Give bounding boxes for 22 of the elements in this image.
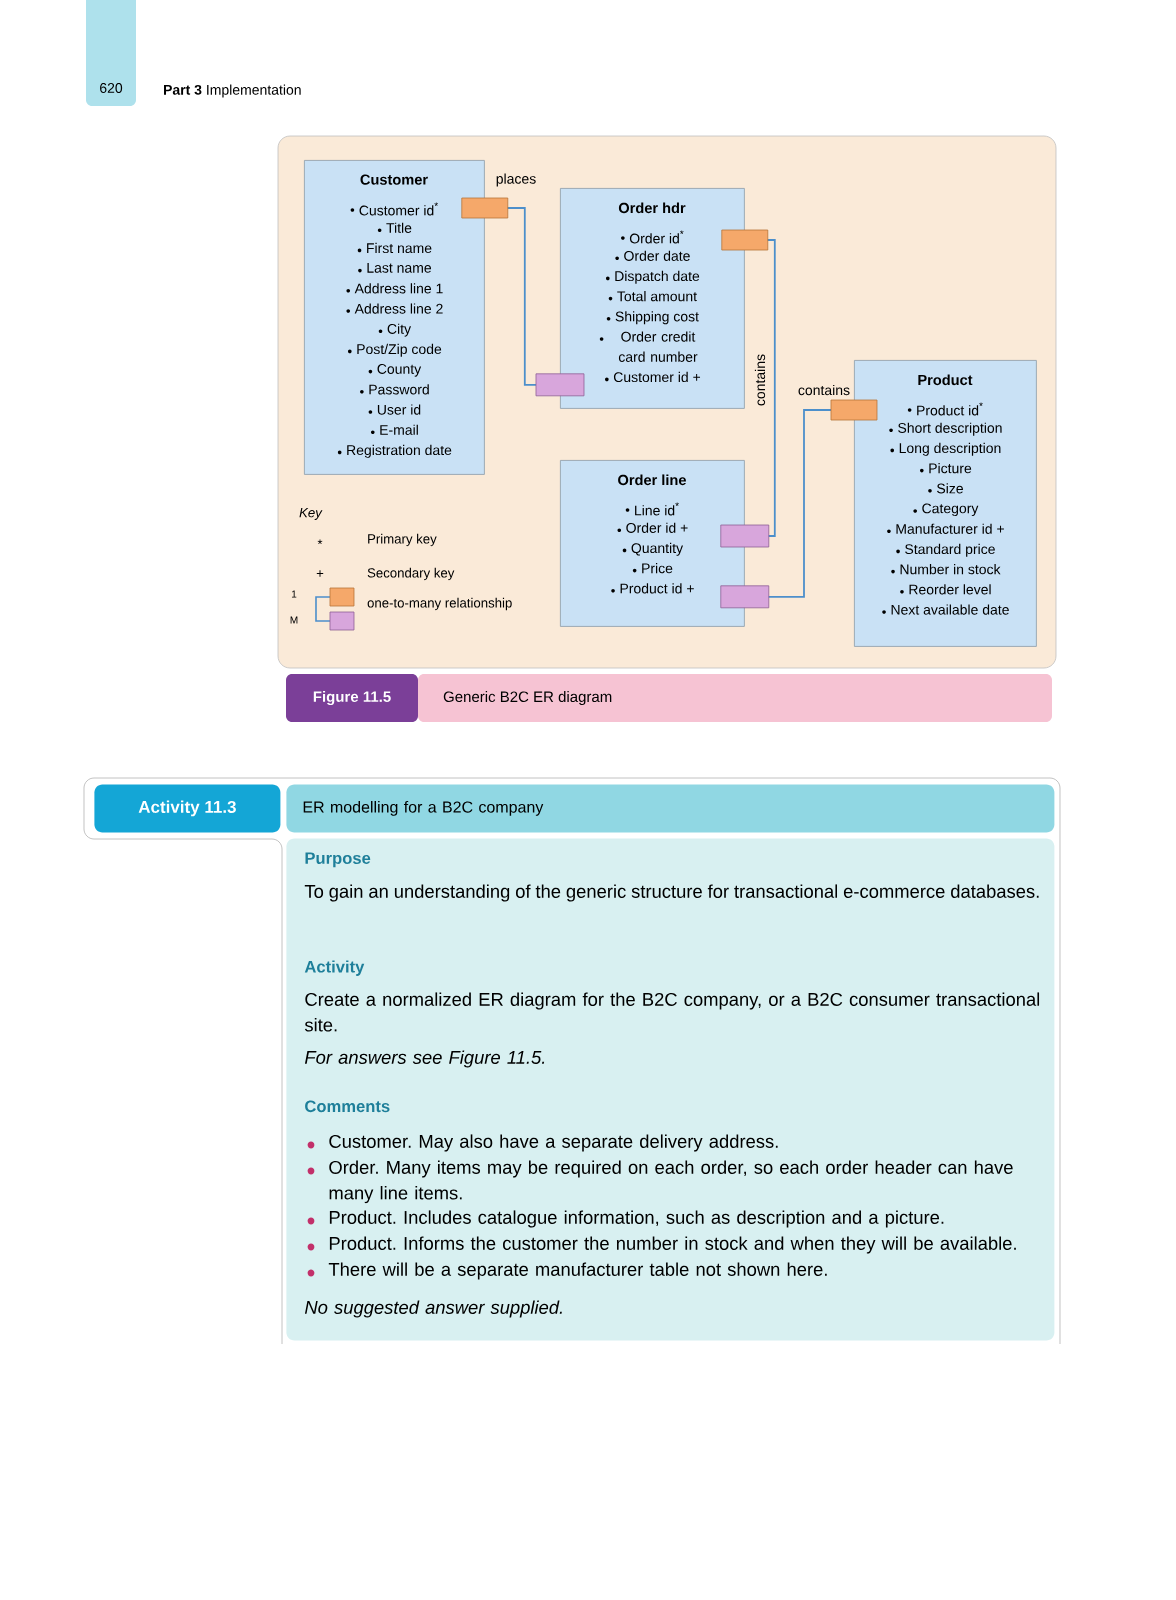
relationship-line [461, 197, 585, 397]
activity-panel [286, 838, 1055, 1341]
paragraph: Create a normalized ER diagram for the B2C company, or a B2C consumer transactional site. [304, 992, 1040, 1032]
entity-box [560, 188, 745, 409]
entity-box [304, 160, 485, 475]
activity-title-bar: ER modelling for a B2C company [286, 784, 1055, 833]
bullet-item: There will be a separate manufacturer table not shown here. [328, 1262, 827, 1280]
section-heading: Comments [305, 1100, 390, 1113]
bullet-item: Order. Many items may be required on each order, so each order header can have many line items. [329, 1160, 1013, 1204]
relationship-line [720, 399, 878, 609]
bullet-item: Product. Includes catalogue information, such as description and a picture. [329, 1210, 944, 1228]
paragraph: To gain an understanding of the generic structure for transactional e-commerce databases. [304, 884, 1039, 902]
bullet-item: Product. Informs the customer the number in stock and when they will be available. [329, 1236, 1016, 1254]
note: No suggested answer supplied. [304, 1300, 562, 1318]
entity-box [560, 460, 745, 627]
section-heading: Activity [304, 960, 365, 976]
activity-tab: Activity 11.3 [94, 784, 281, 833]
entity-box [854, 360, 1037, 647]
note: For answers see Figure 11.5. [304, 1050, 545, 1068]
relationship-line [720, 229, 776, 548]
section-heading: Purpose [305, 852, 371, 868]
bullet-item: Customer. May also have a separate delivery address. [329, 1134, 778, 1152]
